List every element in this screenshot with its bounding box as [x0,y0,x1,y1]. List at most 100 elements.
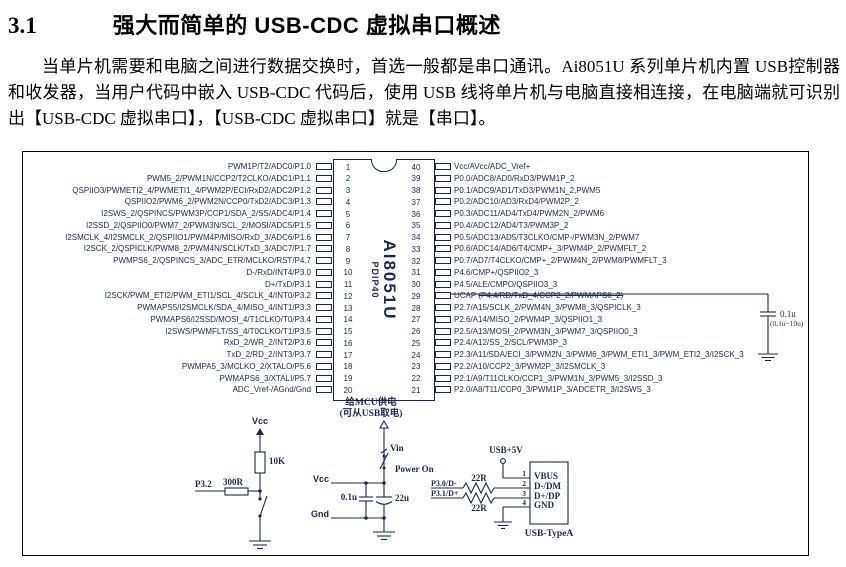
section-number: 3.1 [8,13,37,38]
schematic-wires-svg [195,293,778,550]
pin-label-left-9: PWMPS6_2/QSPINCS_3/ADC_ETR/MCLKO/RST/P4.… [113,256,311,265]
pin-number-14: 14 [343,315,353,325]
pin-box-left-4 [316,198,332,206]
pin-label-right-37: P0.2/ADC10/AD3/RxD4/PWM2P_2 [454,197,579,207]
pin-number-26: 26 [411,327,421,336]
pin-box-left-15 [316,327,332,335]
pin-label-right-32: P0.7/AD7/T4CLKO/CMP+_2/PWM4N_2/PWM8/PWMF… [454,256,667,265]
pin-number-36: 36 [411,209,421,219]
gnd-label-power: Gnd [311,509,329,519]
usb-sig-dplus-label: P3.1/D+ [431,489,459,498]
pin-number-5: 5 [345,209,351,219]
pin-box-right-36 [435,210,451,217]
pin-label-left-12: I2SCK/PWM_ETI2/PWM_ETI1/SCL_4/SCLK_4/INT… [104,291,311,301]
pin-box-right-34 [435,233,451,241]
pin-label-right-21: P2.0/A8/T11/CCP0_3/PWM1P_3/ADCETR_3/I2SW… [454,385,651,395]
pin-label-left-16: RxD_2/WR_2/INT2/P3.6 [223,338,311,348]
pin-number-32: 32 [411,256,421,266]
pin-box-right-40 [435,163,451,170]
pin-box-left-20 [316,386,332,394]
pin-number-21: 21 [411,385,421,395]
usb-pin-number: 2 [522,479,526,488]
chip-title: AI8051U PDIP40 [370,239,399,320]
pin-number-31: 31 [411,268,421,278]
pin-box-right-37 [435,198,451,206]
power-on-label: Power On [395,464,434,474]
pin-number-15: 15 [343,327,353,336]
resistor-10k-label: 10K [269,456,286,466]
pin-number-34: 34 [411,233,421,242]
pin-number-17: 17 [343,350,353,360]
pin-label-left-11: D+/TxD/P3.1 [264,279,311,289]
pin-label-left-18: PWMPA5_3/MCLKO_2/XTALO/P5.6 [181,361,311,371]
pin-label-left-1: PWM1P/T2/ADC0/P1.0 [227,162,311,171]
pin-number-29: 29 [411,291,421,301]
pin-number-10: 10 [343,268,353,278]
figure-frame: AI8051U PDIP40 Vcc 10K 300R P3.2 给MCU供电 … [22,151,809,556]
power-note-line1: 给MCU供电 [345,398,397,408]
pin-label-left-13: PWMAPS5/I2SMCLK/SDA_4/MISO_4/INT1/P3.3 [137,303,311,312]
cap-01u-label: 0.1u [340,492,357,502]
pin-label-right-39: P0.0/ADC8/AD0/RxD3/PWM1P_2 [454,173,575,183]
pin-number-23: 23 [411,362,421,372]
pin-label-right-38: P0.1/ADC9/AD1/TxD3/PWM1N_2,PWM5 [454,185,601,195]
resistor-22r-top-label: 22R [471,473,487,483]
pin-box-right-31 [435,268,451,276]
pin-number-30: 30 [411,280,421,289]
resistor-300r-label: 300R [223,477,243,487]
usb-pin-label-vbus: VBUS [534,471,559,481]
pin-box-right-21 [435,386,451,394]
pin-box-left-6 [316,221,332,229]
usb-connector-name: USB-TypeA [524,529,574,539]
pin-label-left-19: PWMAPS6_3/XTALI/P5.7 [219,373,311,383]
pin-label-right-33: P0.6/ADC14/AD6/T4/CMP+_3/PWM4P_2/PWMFLT_… [454,244,647,254]
ucap-cap-range-label: (0.1u~10u) [770,319,804,328]
pin-box-right-29 [435,292,451,300]
pin-number-8: 8 [345,244,351,254]
pin-label-right-34: P0.5/ADC13/AD5/T3CLKO/CMP-/PWM3N_2/PWM7 [454,232,640,242]
pin-box-left-12 [316,292,332,300]
pin-box-left-17 [316,351,332,358]
pin-label-left-14: PWMAPS6/I2SSD/MOSI_4/T1CLKO/T0/P3.4 [150,314,312,324]
pin-box-right-39 [435,174,451,182]
pin-label-left-8: I2SCK_2/QSPICLK/PWM8_2/PWM4N/SCLK/TxD_3/… [83,244,311,254]
pin-number-16: 16 [343,338,353,348]
pin-number-4: 4 [345,197,351,207]
resistor-22r-bottom-label: 22R [471,503,487,513]
pin-number-28: 28 [411,303,421,313]
pin-number-13: 13 [343,303,353,313]
vin-label: Vin [390,443,404,453]
pin-number-35: 35 [411,221,421,231]
pin-label-right-25: P2.4/A12/SS_2/SCL/PWM3P_3 [454,338,567,348]
body-paragraph: 当单片机需要和电脑之间进行数据交换时，首选一般都是串口通讯。Ai8051U 系列… [8,57,840,128]
pin-box-right-27 [435,315,451,323]
pin-label-left-3: QSPIIO3/PWMETI2_4/PWMETI1_4/PWM2P/ECI/Rx… [72,185,311,195]
pin-box-right-23 [435,362,451,370]
pin-label-left-20: ADC_Vref-/AGnd/Gnd [232,385,311,395]
pin-number-38: 38 [411,186,421,195]
pin-box-left-18 [316,362,332,370]
chip-notch-icon [371,158,397,172]
pin-number-20: 20 [343,385,353,395]
pin-number-40: 40 [411,162,421,172]
pin-number-11: 11 [343,280,353,289]
pin-number-19: 19 [343,374,353,383]
pin-box-right-28 [435,304,451,311]
pin-label-right-22: P2.1/A9/T11CLKO/CCP1_3/PWM1N_3/PWM5_3/I2… [454,373,663,383]
pin-number-3: 3 [345,186,351,195]
pin-box-left-1 [316,163,332,170]
chip-package: PDIP40 [370,261,380,299]
pin-box-left-19 [316,374,332,382]
chip-body: AI8051U PDIP40 [333,158,435,401]
pin-label-right-36: P0.3/ADC11/AD4/TxD4/PWM2N_2/PWM6 [454,209,605,218]
pin-label-left-7: I2SMCLK_4/I2SMCLK_2/QSPIIO1/PWM4P/MISO/R… [65,232,311,242]
pin-label-right-23: P2.2/A10/CCP2_3/PWM2P_3/I2SMCLK_3 [454,361,606,371]
pin-number-2: 2 [345,174,351,184]
usb-5v-label: USB+5V [489,445,523,455]
usb-pin-label-dp: D+/DP [534,491,561,501]
pin-label-right-40: Vcc/AVcc/ADC_Vref+ [454,162,531,171]
pin-number-33: 33 [411,244,421,254]
pin-number-6: 6 [345,221,351,231]
pin-number-12: 12 [343,291,353,301]
pin-box-left-9 [316,257,332,264]
